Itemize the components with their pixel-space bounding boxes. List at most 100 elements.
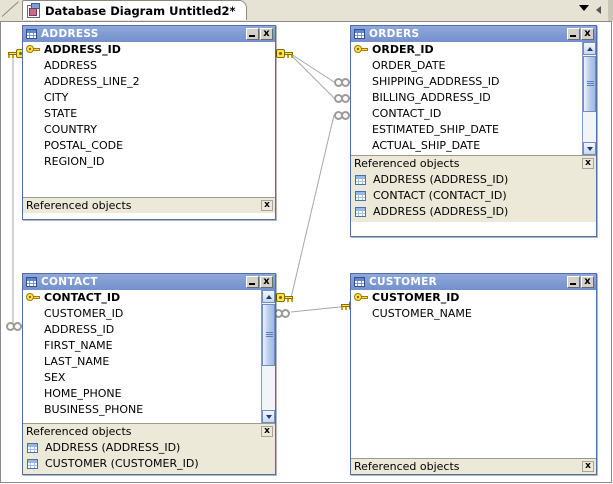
close-button-address[interactable]: x [260,28,273,40]
column-row[interactable]: ORDER_DATE [351,58,596,74]
column-name: REGION_ID [44,155,105,168]
table-window-address[interactable]: ADDRESS x ADDRESS_ID ADDRESS ADDRESS_LIN… [22,25,276,220]
minimize-button-contact[interactable] [246,276,259,288]
column-row[interactable]: ORDER_ID [351,42,596,58]
table-titlebar-address[interactable]: ADDRESS x [23,26,275,42]
table-titlebar-orders[interactable]: ORDERS x [351,26,596,42]
primary-key-icon [26,293,40,302]
column-name: BUSINESS_PHONE [44,403,144,416]
column-row[interactable]: ACTUAL_SHIP_DATE [351,138,596,154]
table-icon [354,29,365,39]
column-list-address: ADDRESS_ID ADDRESS ADDRESS_LINE_2 CITY S… [23,42,275,197]
column-name: ORDER_ID [372,43,434,56]
tab-database-diagram[interactable]: Database Diagram Untitled2* [22,0,247,20]
column-row[interactable]: COUNTRY [23,122,275,138]
column-row[interactable]: CUSTOMER_ID [23,306,275,322]
referenced-objects-bar-customer: Referenced objects x [351,458,596,474]
close-button-customer[interactable]: x [581,276,594,288]
table-window-contact[interactable]: CONTACT x CONTACT_ID CUSTOMER_ID ADDRESS… [22,273,276,475]
link-endpoint-contact-address [6,322,24,331]
table-icon [355,191,366,201]
column-row[interactable]: ESTIMATED_SHIP_DATE [351,122,596,138]
referenced-object-item[interactable]: CONTACT (CONTACT_ID) [351,188,596,204]
table-titlebar-customer[interactable]: CUSTOMER x [351,274,596,290]
column-name: SHIPPING_ADDRESS_ID [372,75,500,88]
column-row[interactable]: FIRST_NAME [23,338,275,354]
column-list-customer: CUSTOMER_ID CUSTOMER_NAME [351,290,596,458]
close-icon[interactable]: x [582,461,594,472]
diagram-canvas[interactable]: ADDRESS x ADDRESS_ID ADDRESS ADDRESS_LIN… [0,21,613,484]
column-row[interactable]: CUSTOMER_NAME [351,306,596,322]
column-row[interactable]: BUSINESS_PHONE [23,402,275,418]
scroll-down-icon[interactable] [583,142,596,155]
vertical-scrollbar-contact[interactable] [261,290,275,423]
table-title-contact: CONTACT [41,276,98,288]
column-row[interactable]: CITY [23,90,275,106]
link-endpoint-orders-billing [334,94,352,103]
column-row[interactable]: SHIPPING_ADDRESS_ID [351,74,596,90]
scroll-up-icon[interactable] [583,42,596,55]
column-row[interactable]: POSTAL_CODE [23,138,275,154]
referenced-object-label: ADDRESS (ADDRESS_ID) [373,205,509,218]
referenced-objects-bar-orders: Referenced objects x [351,155,596,171]
table-window-customer[interactable]: CUSTOMER x CUSTOMER_ID CUSTOMER_NAME Ref… [350,273,597,475]
wire-contact-orders [290,114,335,299]
minimize-button-customer[interactable] [567,276,580,288]
column-row[interactable]: BILLING_ADDRESS_ID [351,90,596,106]
referenced-object-item[interactable]: CUSTOMER (CUSTOMER_ID) [23,456,275,472]
vertical-scrollbar-orders[interactable] [582,42,596,155]
column-name: ACTUAL_SHIP_DATE [372,139,481,152]
column-row[interactable]: CONTACT_ID [23,290,275,306]
referenced-object-item[interactable]: ADDRESS (ADDRESS_ID) [23,440,275,456]
minimize-button-address[interactable] [246,28,259,40]
diagram-icon [26,3,40,18]
referenced-object-item[interactable]: ADDRESS (ADDRESS_ID) [351,204,596,220]
table-title-orders: ORDERS [369,28,420,40]
column-row[interactable]: CUSTOMER_ID [351,290,596,306]
close-icon[interactable]: x [582,158,594,169]
table-titlebar-contact[interactable]: CONTACT x [23,274,275,290]
column-name: COUNTRY [44,123,97,136]
scrollbar-thumb[interactable] [262,304,275,366]
column-name: BILLING_ADDRESS_ID [372,91,491,104]
column-row[interactable]: REGION_ID [23,154,275,170]
column-row[interactable]: ADDRESS [23,58,275,74]
close-icon[interactable]: x [261,200,273,211]
column-row[interactable]: LAST_NAME [23,354,275,370]
column-name: CITY [44,91,69,104]
column-name: LAST_NAME [44,355,110,368]
column-name: SEX [44,371,66,384]
close-button-contact[interactable]: x [260,276,273,288]
column-row[interactable]: CONTACT_ID [351,106,596,122]
column-row[interactable]: ADDRESS_ID [23,42,275,58]
close-button-orders[interactable]: x [581,28,594,40]
column-row[interactable]: ADDRESS_ID [23,322,275,338]
column-name: ADDRESS [44,59,98,72]
scroll-left-icon[interactable] [593,3,607,17]
minimize-button-orders[interactable] [567,28,580,40]
link-endpoint-contact-customer [274,309,292,318]
table-icon [355,207,366,217]
column-name: ESTIMATED_SHIP_DATE [372,123,499,136]
referenced-object-item[interactable]: ADDRESS (ADDRESS_ID) [351,172,596,188]
referenced-objects-label: Referenced objects [354,460,460,473]
wire-customer-contact [290,305,350,313]
referenced-objects-list-contact: ADDRESS (ADDRESS_ID) CUSTOMER (CUSTOMER_… [23,439,275,474]
column-list-orders: ORDER_ID ORDER_DATE SHIPPING_ADDRESS_ID … [351,42,596,155]
table-window-orders[interactable]: ORDERS x ORDER_ID ORDER_DATE SHIPPING_AD… [350,25,597,237]
column-row[interactable]: ADDRESS_LINE_2 [23,74,275,90]
scroll-down-icon[interactable] [262,410,275,423]
chevron-down-icon[interactable] [579,5,589,11]
referenced-objects-label: Referenced objects [26,425,132,438]
column-row[interactable]: SEX [23,370,275,386]
column-row[interactable]: HOME_PHONE [23,386,275,402]
close-icon[interactable]: x [261,426,273,437]
column-name: ADDRESS_ID [44,43,121,56]
column-row[interactable]: STATE [23,106,275,122]
column-name: FIRST_NAME [44,339,113,352]
scroll-up-icon[interactable] [262,290,275,303]
table-icon [26,29,37,39]
referenced-objects-label: Referenced objects [354,157,460,170]
scrollbar-thumb[interactable] [583,56,596,112]
wire-address-orders-billing [290,54,335,99]
